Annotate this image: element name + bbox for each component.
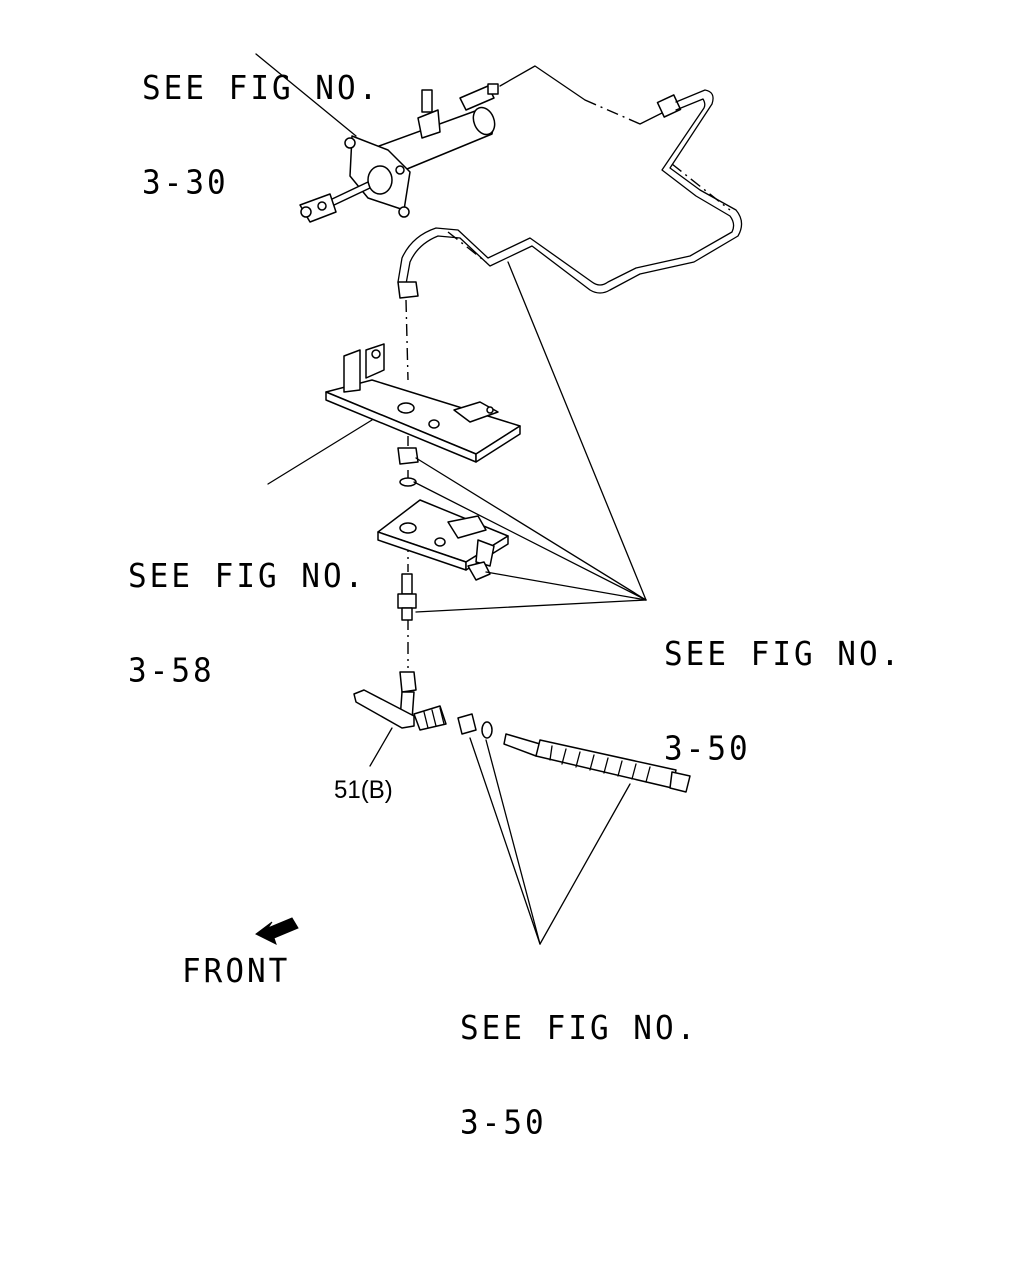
callout-fig-3-58-line1: SEE FIG NO. bbox=[128, 557, 367, 596]
clutch-pipe bbox=[397, 65, 743, 299]
hose-washer bbox=[481, 721, 493, 739]
hose-nut bbox=[457, 713, 477, 735]
leader-lines bbox=[255, 53, 647, 945]
callout-fig-3-50-upper-line1: SEE FIG NO. bbox=[664, 635, 903, 674]
master-cylinder bbox=[299, 83, 499, 223]
front-arrow-icon bbox=[255, 917, 299, 945]
upper-bracket bbox=[325, 343, 521, 463]
callout-fig-3-30: SEE FIG NO. 3-30 bbox=[142, 10, 380, 230]
callout-fig-3-50-upper-line2: 3-50 bbox=[664, 730, 751, 769]
assembly-axis bbox=[405, 299, 409, 381]
clutch-hose-51b bbox=[353, 671, 447, 731]
upper-washer bbox=[399, 477, 417, 487]
upper-nut bbox=[397, 447, 419, 465]
part-label-51b: 51(B) bbox=[334, 776, 393, 805]
callout-fig-3-50-lower-line1: SEE FIG NO. bbox=[460, 1009, 699, 1048]
union-bolt bbox=[397, 573, 417, 621]
callout-fig-3-30-line1: SEE FIG NO. bbox=[142, 69, 381, 108]
long-bolt bbox=[503, 733, 691, 793]
callout-fig-3-58: SEE FIG NO. 3-58 bbox=[128, 498, 366, 719]
front-direction-label: FRONT bbox=[182, 952, 291, 991]
lower-bracket bbox=[377, 499, 509, 571]
callout-fig-3-50-upper: SEE FIG NO. 3-50 bbox=[664, 576, 902, 797]
callout-fig-3-50-lower: SEE FIG NO. 3-50 bbox=[460, 950, 698, 1171]
callout-fig-3-50-lower-line2: 3-50 bbox=[460, 1104, 547, 1143]
lower-bracket-nut bbox=[467, 561, 491, 581]
callout-fig-3-58-line2: 3-58 bbox=[128, 652, 215, 691]
callout-fig-3-30-line2: 3-30 bbox=[142, 164, 229, 203]
